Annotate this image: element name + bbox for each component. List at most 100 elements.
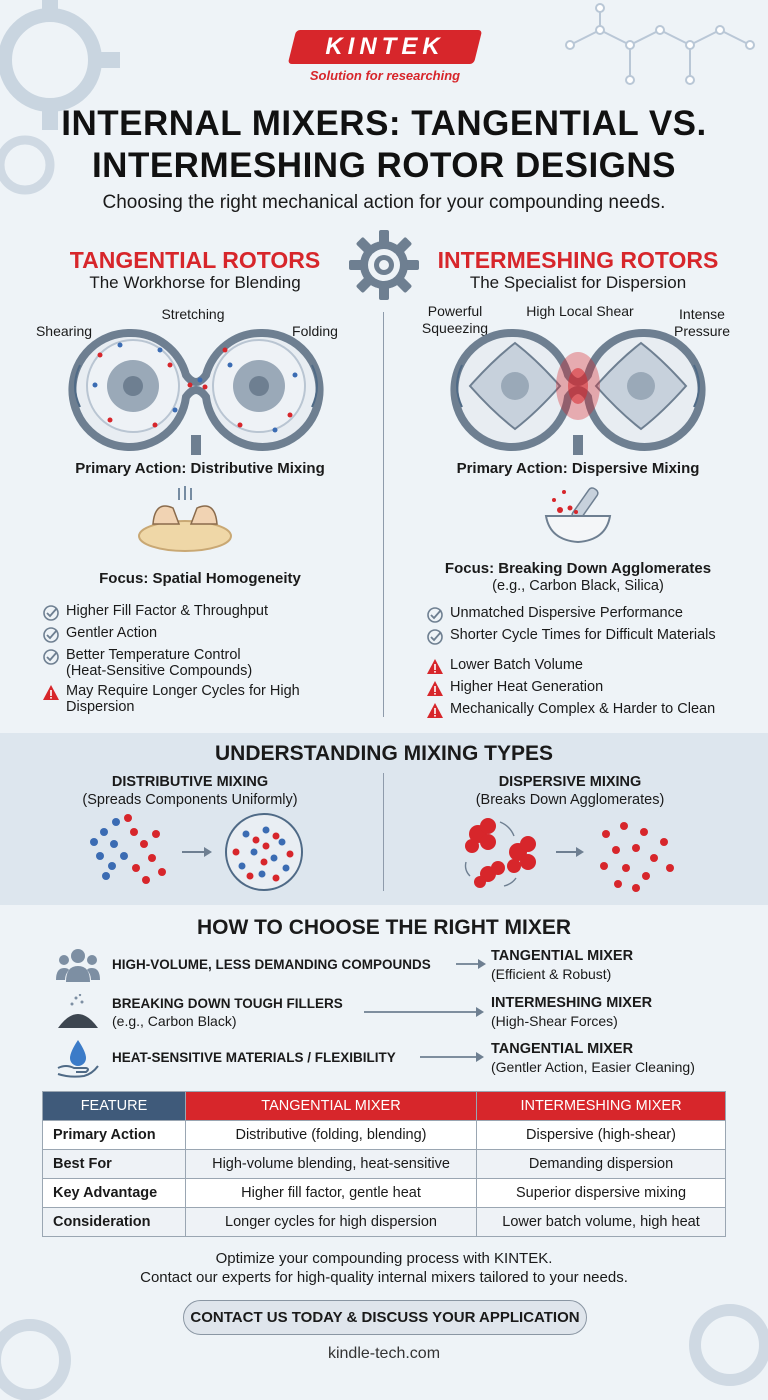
mortar-pestle-icon [544,487,612,544]
intermeshing-cons-list: Lower Batch Volume Higher Heat Generatio… [426,657,756,723]
mixing-types-title: UNDERSTANDING MIXING TYPES [215,742,553,765]
table-row: Key Advantage Higher fill factor, gentle… [42,1178,726,1208]
table-row: Consideration Longer cycles for high dis… [42,1207,726,1237]
tangential-label-stretching: Stretching [161,306,225,322]
intermeshing-primary-action: Primary Action: Dispersive Mixing [456,460,700,477]
table-cell: Higher fill factor, gentle heat [185,1178,477,1208]
choose-title: HOW TO CHOOSE THE RIGHT MIXER [196,916,572,939]
table-cell: Distributive (folding, blending) [185,1120,477,1150]
dispersive-title: DISPERSIVE MIXING [498,774,642,790]
table-cell-feature: Key Advantage [42,1178,186,1208]
table-cell: Demanding dispersion [476,1149,726,1179]
tangential-focus: Focus: Spatial Homogeneity [99,570,301,587]
brand-name: KINTEK [325,33,445,60]
tangential-rotor-diagram [68,328,324,455]
choose-row-3-condition: HEAT-SENSITIVE MATERIALS / FLEXIBILITY [112,1050,396,1065]
choose-row-1-result-detail: (Efficient & Robust) [491,966,612,982]
list-item: Shorter Cycle Times for Difficult Materi… [426,627,756,646]
table-cell: High-volume blending, heat-sensitive [185,1149,477,1179]
tangential-title: TANGENTIAL ROTORS [69,247,321,273]
arrow-right-icon [420,1052,484,1062]
tangential-primary-action: Primary Action: Distributive Mixing [75,460,325,477]
list-item: Lower Batch Volume [426,657,756,676]
hand-drop-icon [57,1040,99,1078]
tangential-label-shearing: Shearing [35,323,93,339]
molecule-decoration [565,3,755,85]
dispersive-subtitle: (Breaks Down Agglomerates) [475,792,665,808]
warning-icon [427,703,443,718]
check-circle-icon [43,605,59,621]
table-row: Primary Action Distributive (folding, bl… [42,1120,726,1150]
table-header-feature: FEATURE [42,1091,186,1121]
check-circle-icon [43,627,59,643]
kneading-dough-icon [138,486,232,552]
table-header-tangential: TANGENTIAL MIXER [185,1091,477,1121]
column-divider [383,312,384,717]
intermeshing-pros-list: Unmatched Dispersive Performance Shorter… [426,605,756,649]
choose-row-1-condition: HIGH-VOLUME, LESS DEMANDING COMPOUNDS [112,957,431,972]
warning-icon [427,659,443,674]
gear-decoration-top-left [0,0,120,130]
table-cell-feature: Consideration [42,1207,186,1237]
distributive-mixing-illustration [90,813,303,891]
contact-us-button[interactable]: CONTACT US TODAY & DISCUSS YOUR APPLICAT… [183,1300,587,1335]
choose-row-2-condition: BREAKING DOWN TOUGH FILLERS [112,996,343,1011]
check-circle-icon [43,649,59,665]
choose-row-1-result: TANGENTIAL MIXER [491,948,634,964]
powder-pile-icon [58,994,98,1028]
arrow-right-icon [456,959,486,969]
table-cell: Longer cycles for high dispersion [185,1207,477,1237]
gear-icon [349,230,419,300]
distributive-title: DISTRIBUTIVE MIXING [111,774,269,790]
table-cell-feature: Primary Action [42,1120,186,1150]
intermeshing-focus-example: (e.g., Carbon Black, Silica) [492,578,664,594]
intermeshing-label-shear: High Local Shear [526,303,634,319]
website-link[interactable]: kindle-tech.com [327,1345,441,1362]
gear-decoration-bottom-right [689,1304,768,1386]
page-title-line2: INTERMESHING ROTOR DESIGNS [91,146,677,185]
list-item: Mechanically Complex & Harder to Clean [426,701,756,720]
table-header-intermeshing: INTERMESHING MIXER [476,1091,726,1121]
table-cell: Superior dispersive mixing [476,1178,726,1208]
check-circle-icon [427,607,443,623]
list-item: Unmatched Dispersive Performance [426,605,756,624]
intermeshing-subtitle: The Specialist for Dispersion [469,273,687,292]
check-circle-icon [427,629,443,645]
choose-row-3-result: TANGENTIAL MIXER [491,1041,634,1057]
distributive-subtitle: (Spreads Components Uniformly) [82,792,298,808]
table-cell: Dispersive (high-shear) [476,1120,726,1150]
intermeshing-title: INTERMESHING ROTORS [437,247,719,273]
table-cell-feature: Best For [42,1149,186,1179]
tangential-label-folding: Folding [292,323,338,339]
table-row: Best For High-volume blending, heat-sens… [42,1149,726,1179]
comparison-table: FEATURE TANGENTIAL MIXER INTERMESHING MI… [42,1091,726,1237]
choose-row-3-result-detail: (Gentler Action, Easier Cleaning) [491,1059,695,1075]
page-subtitle: Choosing the right mechanical action for… [102,192,666,213]
choose-row-2-result-detail: (High-Shear Forces) [491,1013,618,1029]
people-icon [56,949,100,982]
footer-line-1: Optimize your compounding process with K… [215,1250,553,1267]
gear-decoration-left [0,135,55,195]
mixing-types-divider [383,773,384,891]
table-cell: Lower batch volume, high heat [476,1207,726,1237]
list-item: Higher Heat Generation [426,679,756,698]
arrow-right-icon [364,1007,484,1017]
intermeshing-rotor-diagram [450,328,706,455]
intermeshing-focus: Focus: Breaking Down Agglomerates [444,560,712,577]
dispersive-mixing-illustration [464,818,674,892]
page-title-line1: INTERNAL MIXERS: TANGENTIAL VS. [61,104,707,143]
warning-icon [43,685,59,700]
brand-tagline: Solution for researching [309,68,461,83]
choose-row-2-result: INTERMESHING MIXER [491,995,653,1011]
list-item: Gentler Action [42,625,372,644]
tangential-subtitle: The Workhorse for Blending [89,273,301,292]
warning-icon [427,681,443,696]
table-header-row: FEATURE TANGENTIAL MIXER INTERMESHING MI… [42,1091,726,1121]
footer-line-2: Contact our experts for high-quality int… [140,1269,628,1286]
tangential-pros-list: Higher Fill Factor & Throughput Gentler … [42,603,372,718]
list-item: Higher Fill Factor & Throughput [42,603,372,622]
list-item: Better Temperature Control(Heat-Sensitiv… [42,647,372,679]
